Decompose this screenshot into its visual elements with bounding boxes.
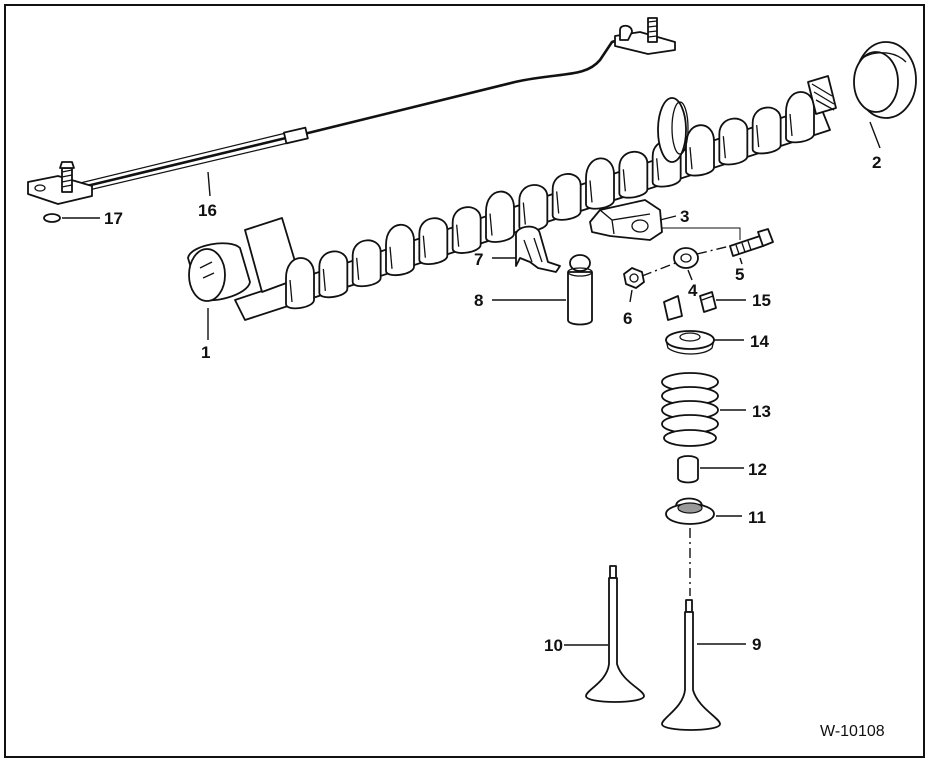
cam-lobe-edge xyxy=(689,147,693,170)
cam-lobe xyxy=(351,239,382,288)
callout-10: 10 xyxy=(544,636,563,655)
cam-lobe-edge xyxy=(656,158,660,181)
cam-lobe-edge xyxy=(522,202,526,225)
camshaft-seal xyxy=(853,41,917,119)
callout-8: 8 xyxy=(474,291,483,310)
callout-6: 6 xyxy=(623,309,632,328)
callout-3: 3 xyxy=(680,207,689,226)
cam-lobe-edge xyxy=(722,136,726,159)
adjusting-bolt xyxy=(729,228,774,257)
callout-13: 13 xyxy=(752,402,771,421)
eccentric-bushing xyxy=(673,247,699,269)
rocker-arm xyxy=(589,199,663,241)
callout-15: 15 xyxy=(752,291,771,310)
callout-14: 14 xyxy=(750,332,769,351)
cam-lobe-edge xyxy=(589,180,593,203)
cam-lobe xyxy=(718,117,749,166)
cam-lobe xyxy=(551,173,582,221)
callout-2: 2 xyxy=(872,153,881,172)
cam-lobe xyxy=(285,257,315,310)
diagram-frame xyxy=(4,4,925,758)
cam-lobe xyxy=(585,157,615,210)
cam-lobe xyxy=(751,106,782,155)
cam-lobe xyxy=(418,217,449,265)
cam-lobe-edge xyxy=(556,191,560,214)
valve-spring xyxy=(661,372,719,447)
cam-lobe xyxy=(685,124,715,177)
spring-retainer xyxy=(665,330,715,355)
cam-lobe xyxy=(485,190,515,243)
callout-12: 12 xyxy=(748,460,767,479)
callout-16: 16 xyxy=(198,201,217,220)
cam-lobe-edge xyxy=(456,224,460,247)
callout-4: 4 xyxy=(688,281,698,300)
cam-lobe xyxy=(318,250,349,299)
assembly-axis-4 xyxy=(641,245,731,277)
cam-lobe xyxy=(451,206,482,254)
spring-clip xyxy=(515,225,561,273)
valve-keepers xyxy=(663,291,717,321)
callout-1: 1 xyxy=(201,343,210,362)
cam-lobe-edge xyxy=(489,213,493,236)
callout-labels: 1 2 3 4 5 6 7 8 9 10 11 12 13 14 15 16 1… xyxy=(104,153,881,655)
cam-lobe-edge xyxy=(389,246,393,269)
cam-lobe xyxy=(785,91,815,144)
valve-10 xyxy=(585,565,645,703)
cam-lobe-edge xyxy=(789,113,793,137)
leader-lines xyxy=(62,121,881,646)
callout-9: 9 xyxy=(752,635,761,654)
oil-spray-tube xyxy=(69,38,619,195)
valve-stem-seal xyxy=(677,455,699,484)
callout-7: 7 xyxy=(474,250,483,269)
cam-lobe-edge xyxy=(622,169,626,192)
callout-11: 11 xyxy=(748,508,766,527)
callout-17: 17 xyxy=(104,209,123,228)
cam-lobe-edge xyxy=(322,268,326,291)
cam-lobe-edge xyxy=(422,235,426,258)
cam-lobe-edge xyxy=(289,279,293,303)
pivot-post xyxy=(567,254,593,326)
tube-bracket-right xyxy=(614,17,676,55)
figure-reference-code: W-10108 xyxy=(820,723,885,740)
spring-seat xyxy=(665,497,715,525)
callout-5: 5 xyxy=(735,265,744,284)
tube-bracket-left xyxy=(27,161,93,205)
cam-lobe-edge xyxy=(356,257,360,280)
washer-17 xyxy=(43,213,61,223)
valve-9 xyxy=(661,599,721,731)
cam-lobe-edge xyxy=(756,125,760,148)
lock-nut xyxy=(623,267,645,289)
cam-lobe xyxy=(618,150,649,199)
cam-lobe xyxy=(385,223,415,277)
camshaft xyxy=(187,75,837,321)
